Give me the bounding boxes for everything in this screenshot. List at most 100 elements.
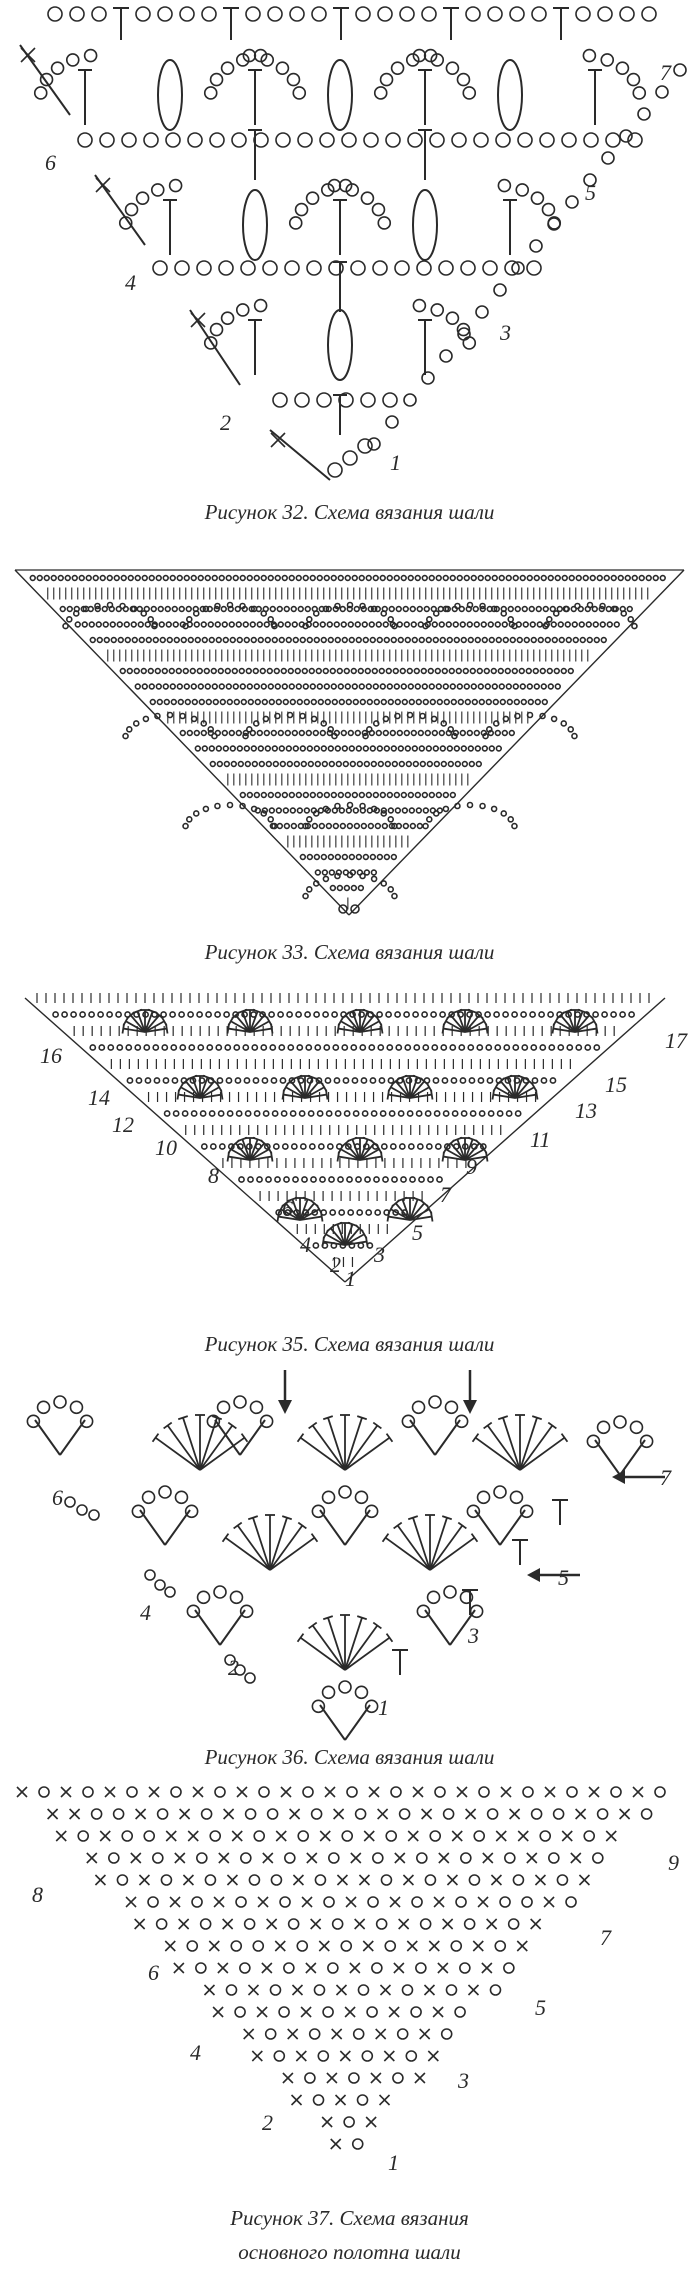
chain-stitch-symbol bbox=[617, 574, 624, 582]
chain-stitch-symbol bbox=[421, 791, 429, 799]
chain-stitch-symbol bbox=[422, 807, 430, 814]
chain-stitch-symbol bbox=[367, 437, 381, 451]
chain-stitch-symbol bbox=[289, 698, 296, 706]
chain-stitch-symbol bbox=[362, 732, 369, 740]
chain-stitch-symbol bbox=[189, 667, 196, 675]
chain-stitch-symbol bbox=[511, 622, 518, 630]
chain-stitch-symbol bbox=[181, 1110, 189, 1117]
single-crochet-symbol bbox=[588, 1786, 600, 1798]
chain-stitch-symbol bbox=[571, 621, 578, 628]
chain-stitch-symbol bbox=[233, 1395, 247, 1409]
chain-stitch-symbol bbox=[530, 191, 545, 205]
chain-stitch-symbol bbox=[357, 884, 365, 892]
chain-stitch-symbol bbox=[401, 1414, 416, 1429]
chain-stitch-symbol bbox=[603, 574, 610, 582]
chain-stitch-symbol bbox=[379, 791, 387, 799]
chain-stitch-symbol bbox=[415, 1962, 427, 1974]
chain-stitch-symbol bbox=[235, 1896, 247, 1908]
chain-stitch-symbol bbox=[356, 1209, 364, 1216]
chain-stitch-symbol bbox=[270, 1077, 278, 1084]
chain-stitch-symbol bbox=[350, 904, 360, 914]
chain-stitch-symbol bbox=[519, 683, 526, 690]
chain-stitch-symbol bbox=[459, 729, 467, 737]
chain-stitch-symbol bbox=[331, 1011, 338, 1018]
single-crochet-symbol bbox=[575, 1808, 587, 1820]
chain-stitch-symbol bbox=[374, 605, 381, 613]
chain-stitch-symbol bbox=[232, 683, 239, 690]
chain-stitch-symbol bbox=[520, 698, 527, 706]
chain-stitch-symbol bbox=[377, 6, 393, 22]
chain-stitch-symbol bbox=[323, 1896, 335, 1908]
chain-stitch-symbol bbox=[373, 1176, 380, 1183]
row-number-17: 17 bbox=[665, 1028, 688, 1053]
chain-stitch-symbol bbox=[583, 1830, 596, 1842]
chain-stitch-symbol bbox=[277, 729, 285, 737]
single-crochet-symbol bbox=[134, 1918, 146, 1930]
chain-stitch-symbol bbox=[180, 636, 187, 644]
figure-32-caption: Рисунок 32. Схема вязания шали bbox=[204, 500, 495, 524]
chain-stitch-symbol bbox=[371, 667, 378, 675]
chain-stitch-symbol bbox=[299, 853, 307, 861]
chain-stitch-symbol bbox=[264, 636, 271, 644]
chain-stitch-symbol bbox=[130, 621, 137, 628]
chain-stitch-symbol bbox=[367, 605, 374, 613]
chain-stitch-symbol bbox=[459, 621, 466, 628]
chain-stitch-symbol bbox=[263, 621, 270, 628]
chain-stitch-symbol bbox=[638, 574, 645, 582]
chain-stitch-symbol bbox=[311, 6, 327, 22]
chain-stitch-symbol bbox=[297, 605, 304, 613]
chain-stitch-symbol bbox=[484, 574, 491, 582]
chain-stitch-symbol bbox=[275, 807, 283, 814]
chain-stitch-symbol bbox=[312, 880, 320, 887]
chain-stitch-symbol bbox=[415, 698, 422, 706]
chain-stitch-symbol bbox=[153, 1077, 161, 1084]
chain-stitch-symbol bbox=[449, 1044, 457, 1051]
treble-stitch-symbol bbox=[588, 69, 602, 125]
chain-stitch-symbol bbox=[380, 1143, 388, 1150]
chain-stitch-symbol bbox=[467, 636, 474, 644]
chain-stitch-symbol bbox=[401, 1984, 414, 1996]
chain-stitch-symbol bbox=[81, 621, 88, 628]
chain-stitch-symbol bbox=[143, 132, 159, 148]
single-crochet-symbol bbox=[543, 1896, 555, 1908]
treble-stitch-symbol bbox=[248, 129, 262, 180]
single-crochet-symbol bbox=[47, 1808, 59, 1820]
chain-stitch-symbol bbox=[459, 1962, 471, 1974]
chain-stitch-symbol bbox=[266, 1808, 279, 1820]
chain-stitch-symbol bbox=[476, 667, 483, 675]
chain-stitch-symbol bbox=[259, 667, 266, 675]
chain-stitch-symbol bbox=[88, 621, 95, 628]
chain-stitch-symbol bbox=[269, 605, 276, 613]
chain-stitch-symbol bbox=[321, 760, 329, 768]
chain-stitch-symbol bbox=[279, 1896, 291, 1908]
chain-stitch-symbol bbox=[372, 791, 380, 799]
chain-stitch-symbol bbox=[239, 1962, 251, 1974]
chain-stitch-symbol bbox=[558, 636, 565, 644]
single-crochet-symbol bbox=[393, 1962, 405, 1974]
chain-stitch-symbol bbox=[312, 1242, 320, 1249]
chain-stitch-symbol bbox=[391, 1176, 398, 1183]
chain-stitch-symbol bbox=[156, 1808, 169, 1820]
chain-stitch-symbol bbox=[194, 636, 201, 644]
chain-stitch-symbol bbox=[126, 667, 133, 675]
chain-stitch-symbol bbox=[281, 574, 288, 582]
single-crochet-symbol bbox=[517, 1830, 529, 1842]
stitch-stroke bbox=[344, 1509, 371, 1546]
single-crochet-symbol bbox=[174, 1852, 186, 1864]
chain-stitch-symbol bbox=[341, 636, 348, 644]
chain-stitch-symbol bbox=[314, 869, 322, 876]
chain-stitch-symbol bbox=[620, 610, 628, 617]
chain-stitch-symbol bbox=[593, 636, 600, 644]
chain-stitch-symbol bbox=[207, 729, 215, 737]
single-crochet-symbol bbox=[295, 2050, 307, 2062]
single-crochet-symbol bbox=[414, 2072, 426, 2084]
single-crochet-symbol bbox=[570, 1852, 582, 1864]
chain-stitch-symbol bbox=[307, 760, 315, 768]
chain-stitch-symbol bbox=[463, 1918, 476, 1930]
chain-stitch-symbol bbox=[372, 1852, 384, 1864]
chain-stitch-symbol bbox=[338, 1209, 346, 1216]
chain-stitch-symbol bbox=[423, 48, 438, 63]
chain-stitch-symbol bbox=[161, 667, 168, 675]
chain-stitch-symbol bbox=[469, 1604, 484, 1619]
chain-stitch-symbol bbox=[204, 683, 211, 690]
